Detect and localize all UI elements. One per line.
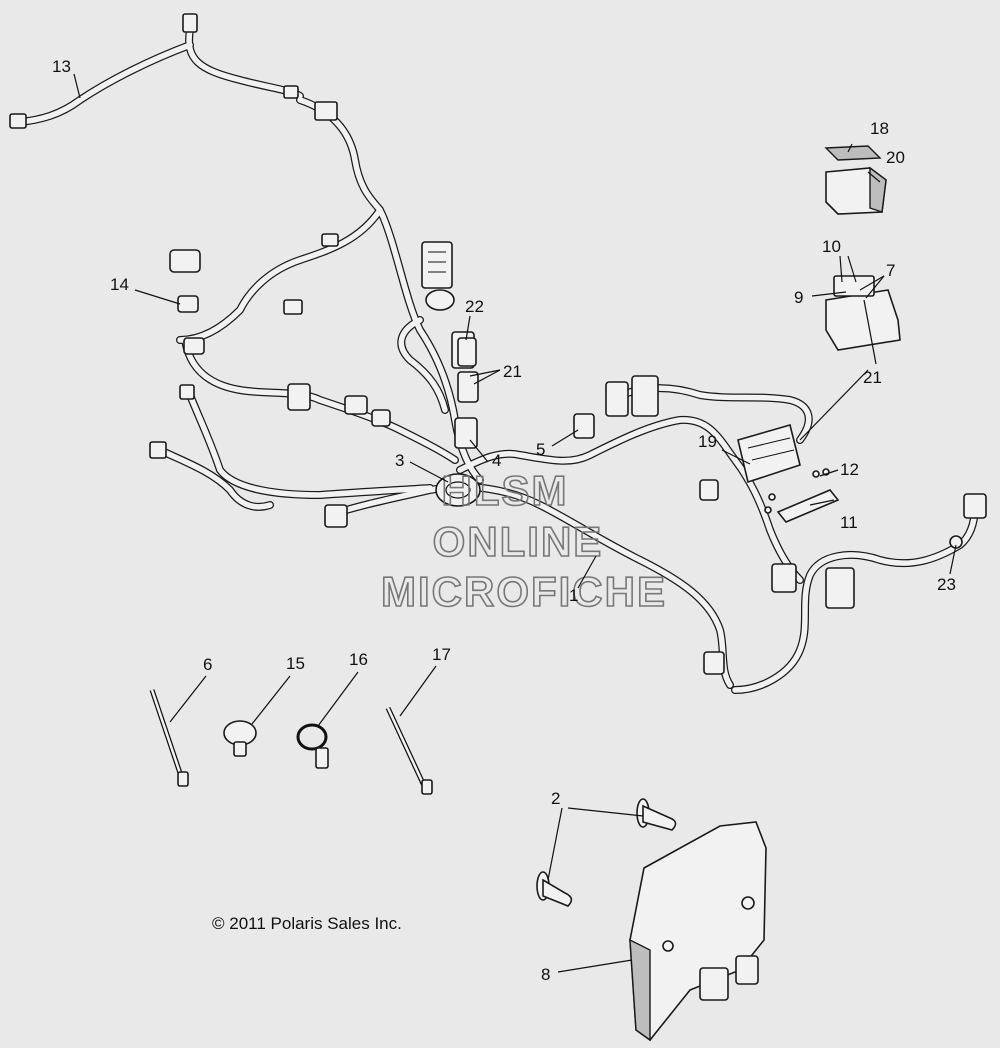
svg-text:ONLINE: ONLINE (433, 518, 604, 565)
callout-14: 14 (110, 275, 129, 294)
callout-2: 2 (551, 789, 560, 808)
callout-13: 13 (52, 57, 71, 76)
svg-text:MICROFICHE: MICROFICHE (381, 568, 667, 615)
callout-5: 5 (536, 440, 545, 459)
cable-tie-6 (149, 689, 189, 787)
callout-1: 1 (569, 586, 578, 605)
clip-15 (223, 720, 257, 757)
callout-16: 16 (349, 650, 368, 669)
watermark: HLSM ONLINE MICROFICHE (380, 466, 667, 616)
callout-18: 18 (870, 119, 889, 138)
push-pins (536, 798, 677, 907)
fuse-holder (824, 145, 887, 215)
callout-10: 10 (822, 237, 841, 256)
cable-tie-17 (385, 706, 433, 795)
callout-12: 12 (840, 460, 859, 479)
leader-lines (73, 73, 957, 973)
mounting-plate (764, 468, 840, 523)
callout-17: 17 (432, 645, 451, 664)
callout-9: 9 (794, 288, 803, 307)
relay-block (825, 275, 901, 351)
callout-6: 6 (203, 655, 212, 674)
clip-16 (296, 723, 329, 769)
callout-7: 7 (886, 261, 895, 280)
callout-20: 20 (886, 148, 905, 167)
callout-19: 19 (698, 432, 717, 451)
fuse (457, 337, 477, 367)
copyright-notice: © 2011 Polaris Sales Inc. (212, 914, 402, 933)
callout-21b: 21 (863, 368, 882, 387)
callout-11: 11 (840, 513, 858, 532)
callout-4: 4 (492, 451, 501, 470)
callout-8: 8 (541, 965, 550, 984)
callout-3: 3 (395, 451, 404, 470)
callout-15: 15 (286, 654, 305, 673)
ecu-module (629, 821, 767, 1042)
module-bracket (737, 424, 801, 484)
callout-22: 22 (465, 297, 484, 316)
callout-labels: 1 2 3 4 5 6 7 8 9 10 11 12 13 14 15 16 1… (52, 57, 956, 984)
svg-text:HLSM: HLSM (442, 467, 569, 514)
callout-21a: 21 (503, 362, 522, 381)
callout-23: 23 (937, 575, 956, 594)
